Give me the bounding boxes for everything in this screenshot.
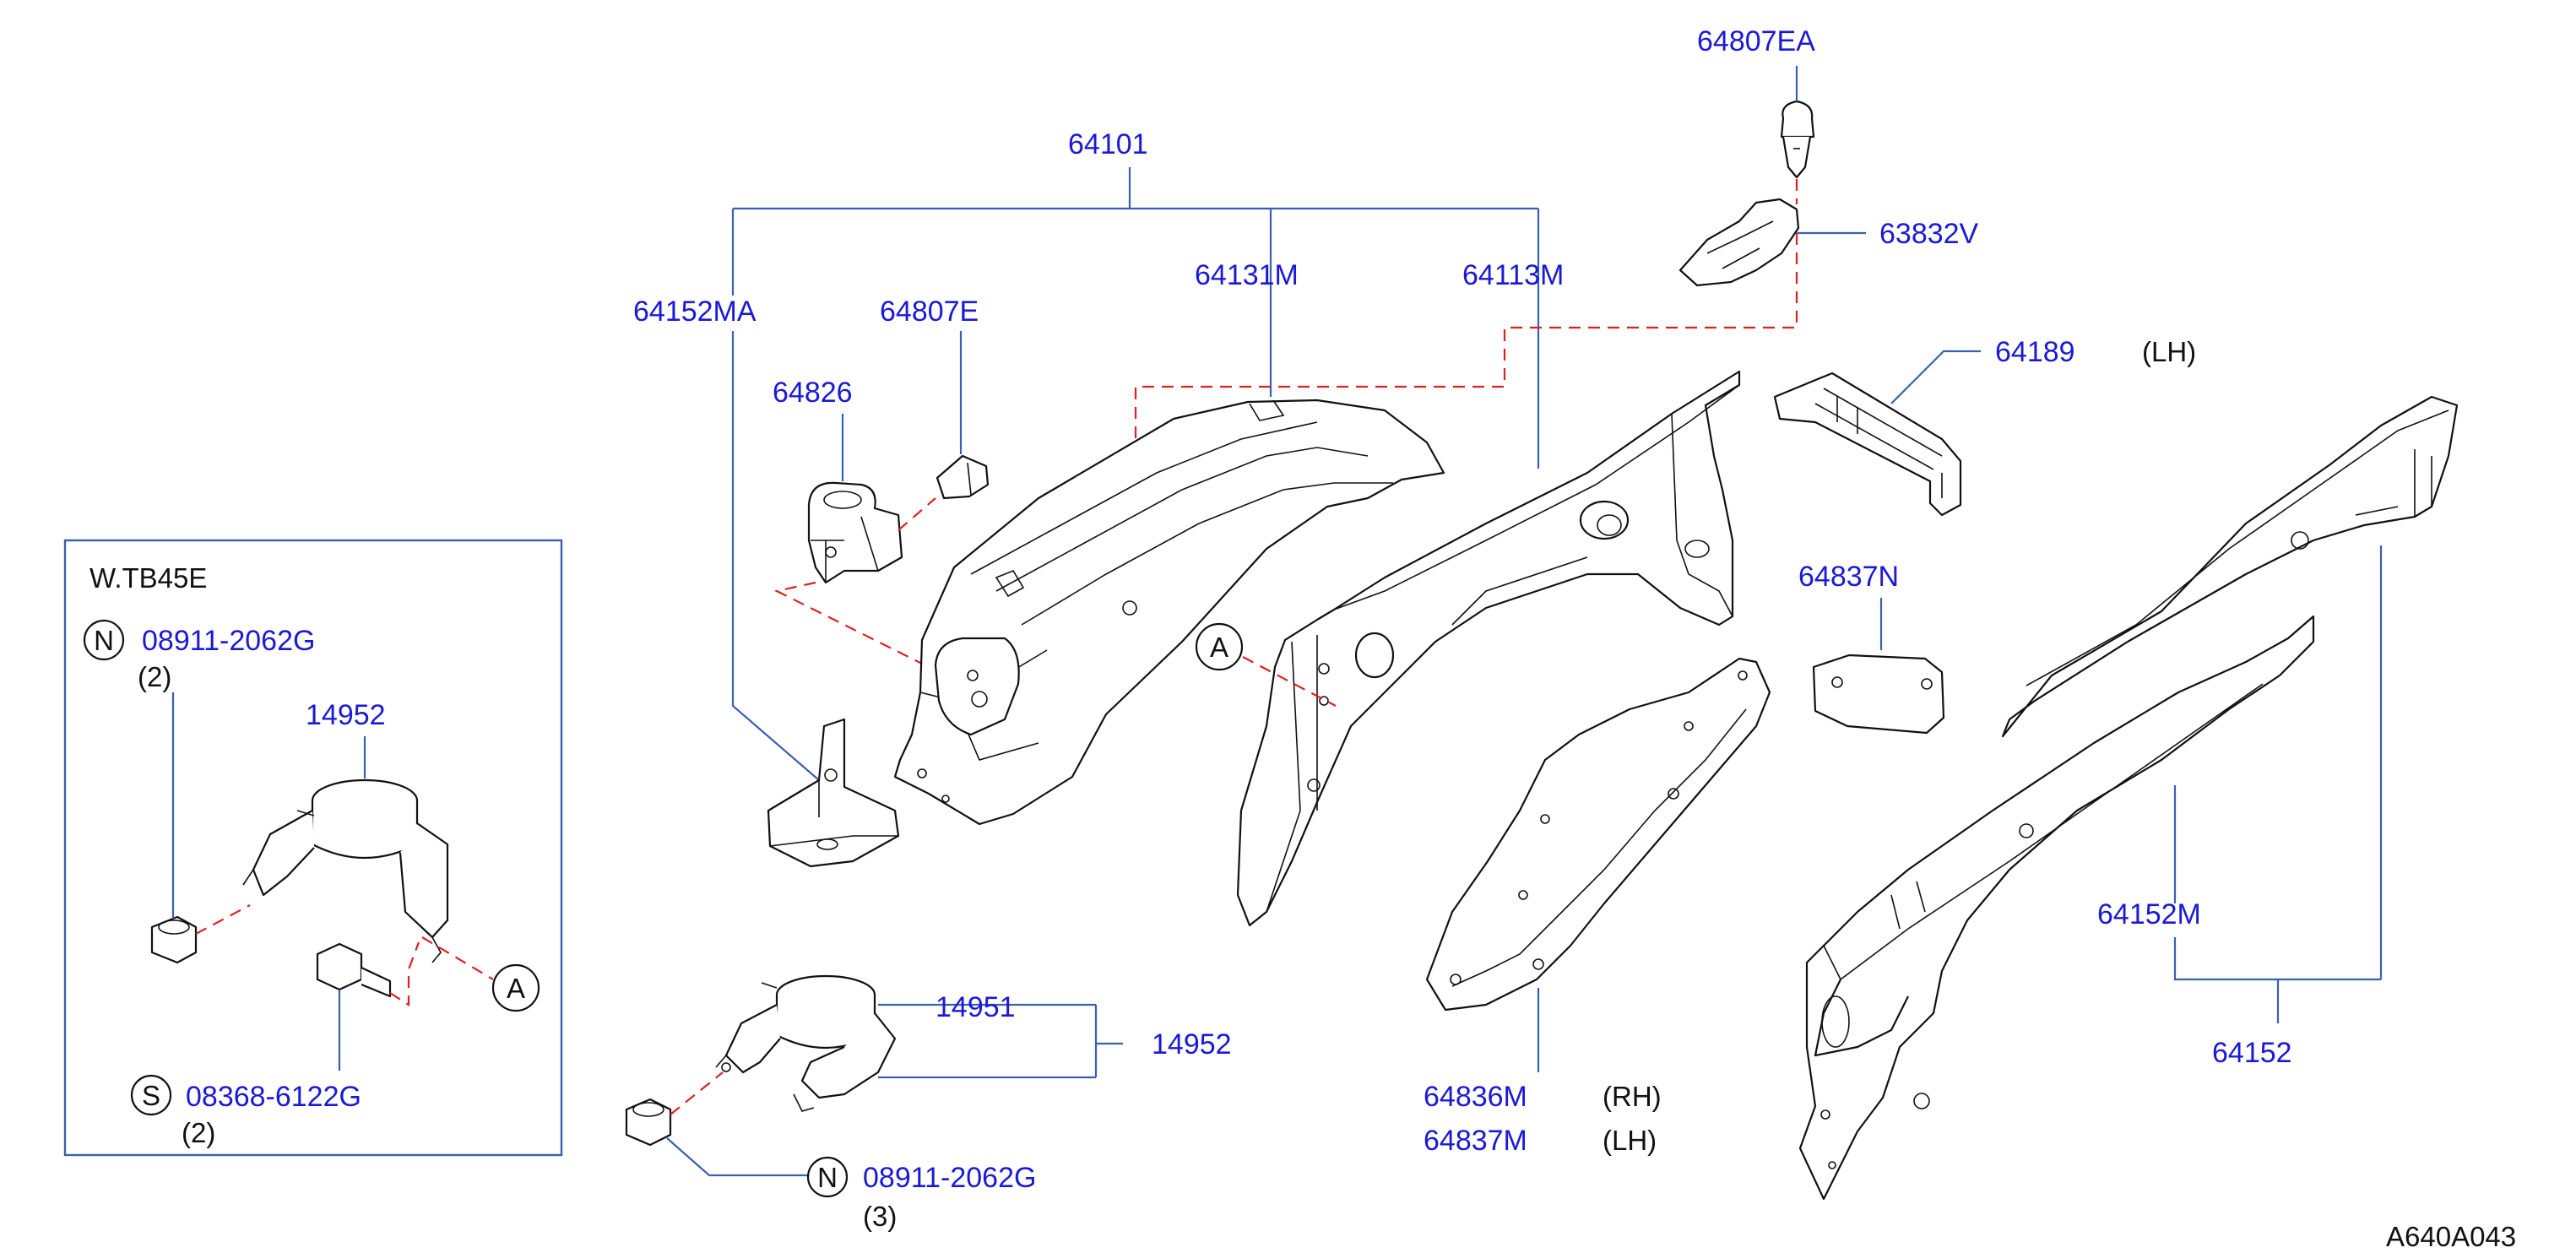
inset-part-08368[interactable]: 08368-6122G	[186, 1081, 361, 1113]
part-64807E[interactable]: 64807E	[880, 296, 979, 328]
part-64101[interactable]: 64101	[1068, 128, 1148, 160]
inset-a-letter: A	[507, 973, 525, 1004]
part-64826[interactable]: 64826	[773, 377, 853, 409]
label-64837M-side: (LH)	[1603, 1125, 1657, 1156]
inset-part-14952[interactable]: 14952	[306, 699, 386, 731]
part-64189[interactable]: 64189	[1995, 336, 2075, 368]
inset-s-letter: S	[142, 1080, 160, 1111]
bracket-63832V-drawing	[1678, 198, 1800, 287]
nut-08911-drawing	[625, 1098, 672, 1147]
label-64189-side: (LH)	[2142, 336, 2196, 367]
panel-64836M-drawing	[1425, 657, 1771, 1012]
inset-qty-08368: (2)	[182, 1117, 215, 1148]
clamp-14951-drawing	[715, 974, 897, 1112]
member-64131M-drawing	[893, 399, 1445, 826]
part-64807EA[interactable]: 64807EA	[1697, 25, 1815, 57]
qty-08911-main: (3)	[863, 1201, 897, 1232]
cover-64837N-drawing	[1812, 654, 1945, 735]
part-64837M[interactable]: 64837M	[1424, 1125, 1527, 1157]
main-n-symbol	[806, 1156, 849, 1198]
inset-n-symbol	[83, 619, 125, 661]
part-64152MA[interactable]: 64152MA	[633, 296, 757, 328]
part-64152[interactable]: 64152	[2212, 1037, 2292, 1069]
inset-clamp-drawing	[242, 778, 449, 963]
bracket-64189-drawing	[1773, 372, 1962, 517]
callout-a-letter: A	[1210, 632, 1228, 663]
inset-nut-drawing	[150, 915, 198, 964]
inset-border	[63, 539, 563, 1157]
part-14951[interactable]: 14951	[935, 991, 1016, 1023]
clip-64807E-drawing	[935, 454, 990, 500]
main-n-letter: N	[817, 1162, 838, 1193]
bracket-64152MA-drawing	[767, 718, 900, 868]
diagram-reference-code: A640A043	[2386, 1221, 2516, 1252]
part-14952[interactable]: 14952	[1152, 1028, 1232, 1060]
part-64113M[interactable]: 64113M	[1462, 259, 1564, 291]
part-64131M[interactable]: 64131M	[1195, 259, 1299, 291]
inset-title: W.TB45E	[89, 562, 207, 594]
part-64836M[interactable]: 64836M	[1424, 1081, 1527, 1113]
part-63832V[interactable]: 63832V	[1879, 218, 1979, 250]
part-64837N[interactable]: 64837N	[1798, 561, 1899, 593]
inset-n-letter: N	[94, 625, 114, 656]
inset-s-symbol	[130, 1074, 172, 1116]
clip-64807EA-drawing	[1780, 100, 1815, 179]
callout-a	[1195, 622, 1244, 671]
inset-a-callout	[491, 963, 540, 1012]
rail-lower-64152M-drawing	[1798, 615, 2315, 1201]
inset-part-08911[interactable]: 08911-2062G	[142, 625, 315, 657]
inset-qty-08911: (2)	[138, 661, 171, 692]
inset-bolt-drawing	[316, 942, 392, 998]
part-64152M[interactable]: 64152M	[2097, 898, 2201, 930]
bracket-64826-drawing	[807, 481, 903, 584]
label-64836M-side: (RH)	[1603, 1081, 1662, 1112]
inset-panel: W.TB45E N 08911-2062G (2) 14952	[63, 539, 563, 1157]
member-64113M-drawing	[1236, 370, 1741, 927]
part-08911-main[interactable]: 08911-2062G	[863, 1162, 1036, 1194]
rail-upper-64152M-drawing	[2001, 395, 2459, 738]
